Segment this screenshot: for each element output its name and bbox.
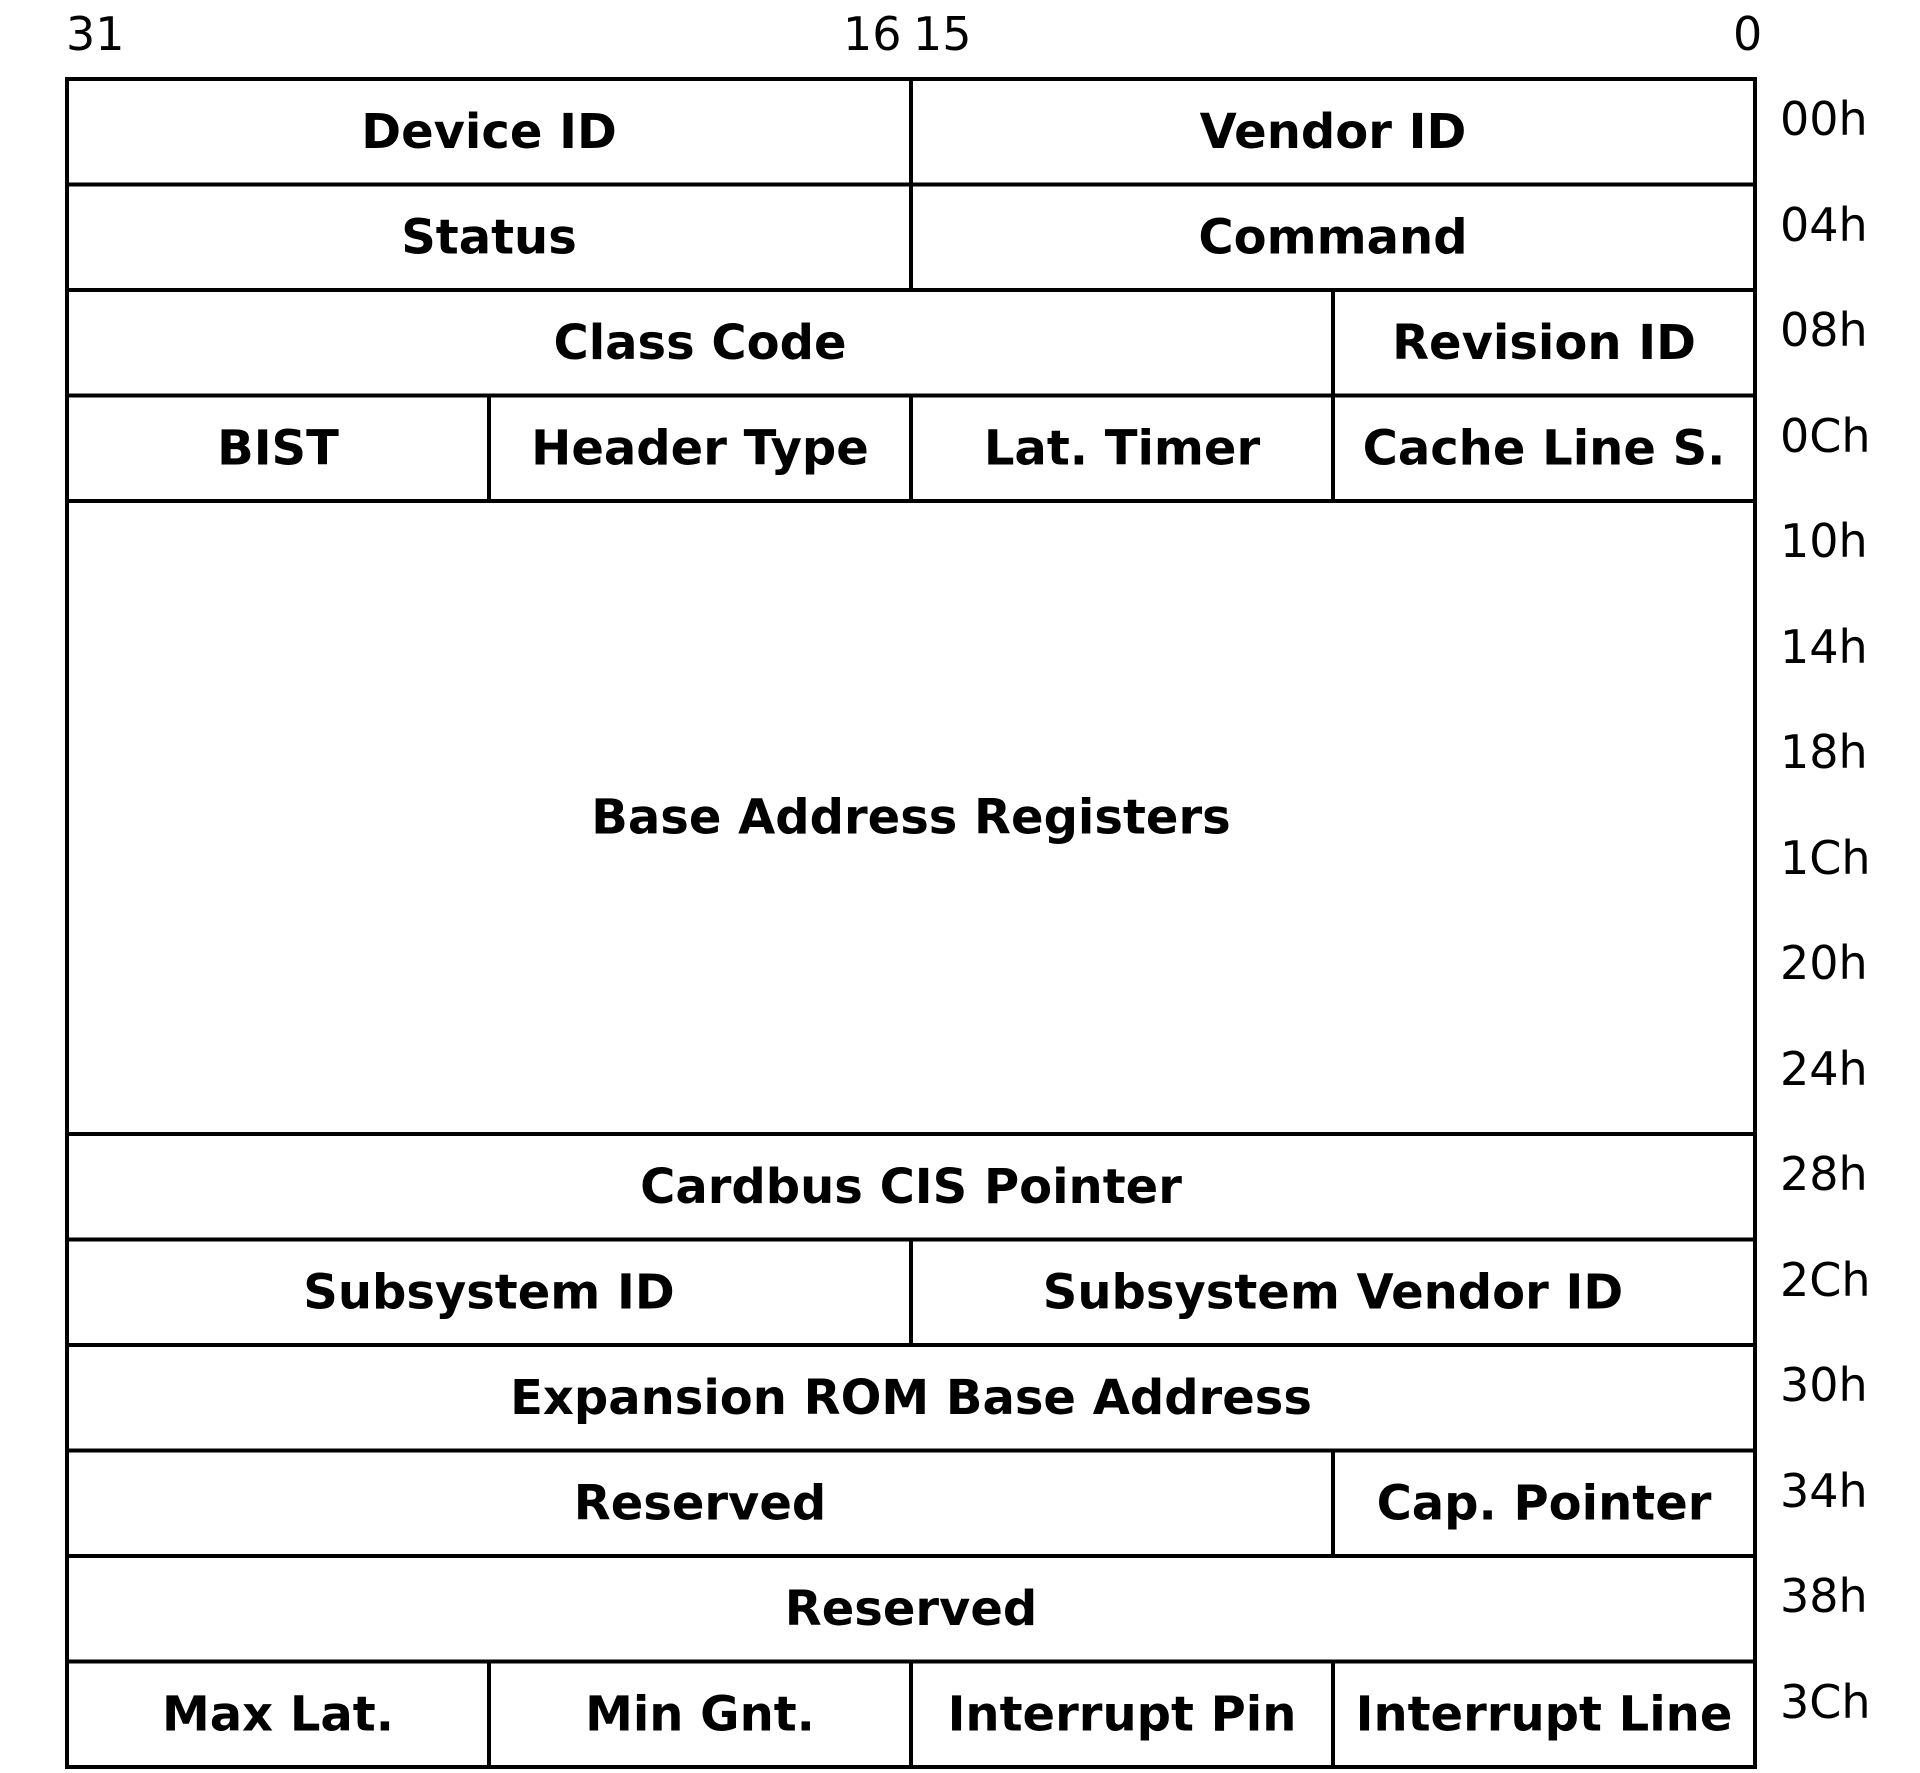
register-label: Max Lat. — [162, 1686, 394, 1742]
register-cell: Max Lat. — [65, 1659, 491, 1769]
register-label: Base Address Registers — [591, 790, 1230, 846]
register-box — [1331, 393, 1757, 503]
offset-label: 04h — [1780, 197, 1868, 252]
register-label: Interrupt Pin — [948, 1686, 1297, 1742]
offset-label: 28h — [1780, 1147, 1868, 1201]
register-label: Revision ID — [1392, 315, 1696, 371]
register-cell: Subsystem Vendor ID — [909, 1237, 1757, 1347]
offset-label: 00h — [1780, 92, 1868, 146]
register-label: Device ID — [361, 104, 617, 160]
register-cell: Interrupt Line — [1331, 1659, 1757, 1769]
bit-label-16: 16 — [843, 7, 902, 61]
register-cell: Cache Line S. — [1331, 393, 1757, 503]
register-label: Header Type — [531, 420, 869, 476]
register-label: Vendor ID — [1200, 104, 1467, 160]
offset-label: 34h — [1780, 1463, 1868, 1518]
register-label: Subsystem Vendor ID — [1043, 1264, 1623, 1320]
register-cell: Cap. Pointer — [1331, 1448, 1757, 1558]
offset-label: 38h — [1780, 1569, 1868, 1623]
offset-label: 08h — [1780, 303, 1868, 357]
register-label: Lat. Timer — [984, 420, 1261, 476]
register-box — [487, 1659, 913, 1769]
register-box — [65, 1448, 1335, 1558]
register-label: Cap. Pointer — [1377, 1475, 1712, 1531]
register-label: Reserved — [785, 1581, 1038, 1637]
register-label: Reserved — [574, 1475, 827, 1531]
register-cell: BIST — [65, 393, 491, 503]
register-cell: Command — [909, 182, 1757, 292]
register-cell: Subsystem ID — [65, 1237, 913, 1347]
register-box — [65, 77, 913, 187]
register-box — [65, 393, 491, 503]
register-box — [1331, 1659, 1757, 1769]
register-label: Subsystem ID — [303, 1264, 674, 1320]
register-cell: Vendor ID — [909, 77, 1757, 187]
register-cell: Base Address Registers — [65, 499, 1757, 1136]
bit-label-31: 31 — [66, 7, 125, 61]
register-label: Status — [401, 209, 577, 265]
register-cell: Expansion ROM Base Address — [65, 1343, 1757, 1453]
register-label: Expansion ROM Base Address — [510, 1370, 1312, 1426]
register-label: BIST — [217, 420, 339, 476]
register-cell: Min Gnt. — [487, 1659, 913, 1769]
register-label: Cache Line S. — [1363, 420, 1726, 476]
register-cell: Revision ID — [1331, 288, 1757, 398]
offset-label: 30h — [1780, 1358, 1868, 1412]
offset-label: 3Ch — [1780, 1674, 1871, 1729]
offset-label: 10h — [1780, 514, 1868, 568]
register-cell: Status — [65, 182, 913, 292]
register-label: Interrupt Line — [1356, 1686, 1733, 1742]
offset-label: 2Ch — [1780, 1252, 1871, 1307]
offset-label: 24h — [1780, 1041, 1868, 1096]
register-cell: Device ID — [65, 77, 913, 187]
register-label: Command — [1198, 209, 1467, 265]
offset-label: 18h — [1780, 725, 1868, 779]
register-box — [909, 182, 1757, 292]
register-box — [909, 393, 1335, 503]
register-box — [909, 77, 1757, 187]
register-cell: Interrupt Pin — [909, 1659, 1335, 1769]
register-cell: Reserved — [65, 1554, 1757, 1664]
register-cell: Class Code — [65, 288, 1335, 398]
offset-label: 20h — [1780, 936, 1868, 990]
offset-label: 14h — [1780, 619, 1868, 674]
register-cell: Reserved — [65, 1448, 1335, 1558]
register-label: Cardbus CIS Pointer — [640, 1159, 1182, 1215]
register-box — [65, 1554, 1757, 1664]
register-cell: Cardbus CIS Pointer — [65, 1132, 1757, 1242]
register-cell: Header Type — [487, 393, 913, 503]
register-box — [1331, 1448, 1757, 1558]
register-box — [65, 499, 1757, 1136]
bit-label-0: 0 — [1733, 7, 1763, 61]
register-label: Class Code — [553, 315, 846, 371]
bit-label-15: 15 — [913, 7, 972, 61]
offset-label: 1Ch — [1780, 830, 1871, 885]
register-box — [909, 1659, 1335, 1769]
register-box — [65, 1132, 1757, 1242]
register-label: Min Gnt. — [585, 1686, 815, 1742]
register-cell: Lat. Timer — [909, 393, 1335, 503]
offset-label: 0Ch — [1780, 408, 1871, 463]
